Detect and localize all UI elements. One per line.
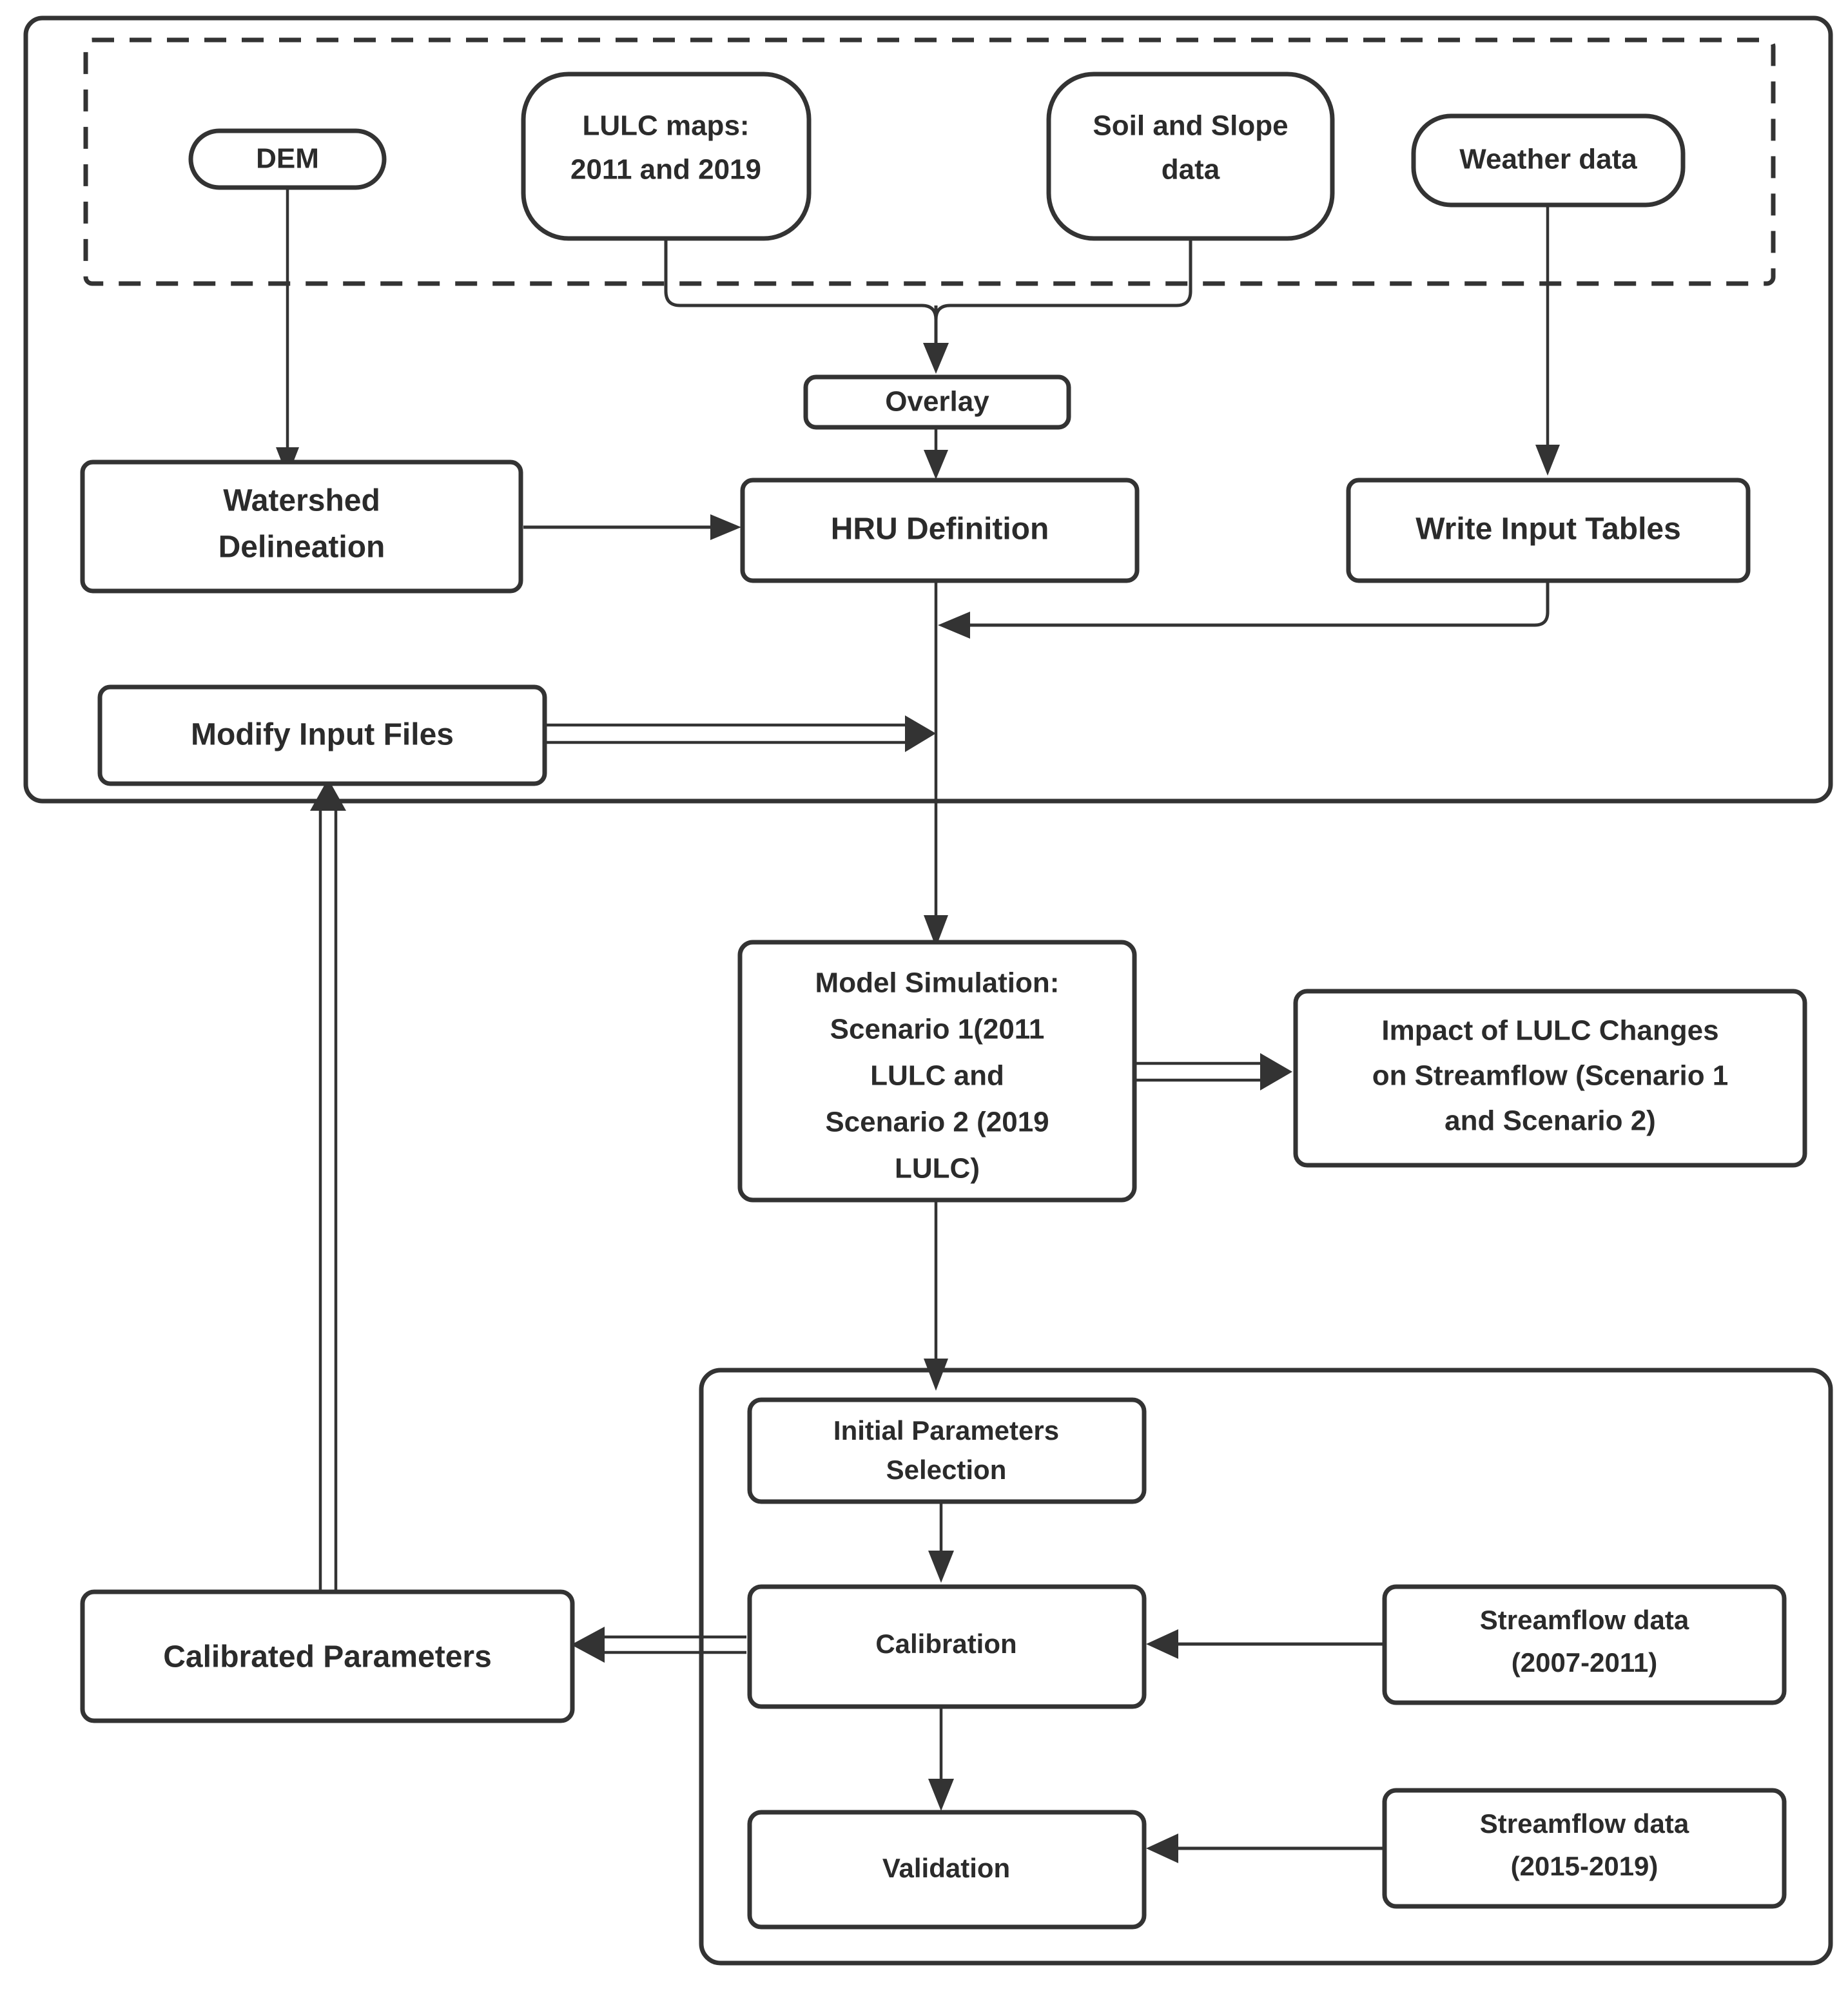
- node-soil-slope-line2: data: [1162, 154, 1220, 186]
- node-impact-line2: on Streamflow (Scenario 1: [1372, 1060, 1729, 1092]
- node-calibration-label: Calibration: [875, 1629, 1016, 1659]
- node-calibrated-parameters[interactable]: Calibrated Parameters: [80, 1589, 575, 1723]
- node-streamflow-val-line1: Streamflow data: [1480, 1808, 1689, 1839]
- edge-modify-input-to-trunk: [547, 715, 936, 752]
- node-write-input-tables[interactable]: Write Input Tables: [1346, 478, 1751, 583]
- node-model-sim-line5: LULC): [895, 1153, 980, 1185]
- node-impact-line1: Impact of LULC Changes: [1381, 1015, 1718, 1047]
- edge-calibration-to-validation: [928, 1707, 954, 1811]
- node-model-simulation[interactable]: Model Simulation: Scenario 1(2011 LULC a…: [737, 940, 1137, 1203]
- node-initial-params-line2: Selection: [886, 1455, 1007, 1485]
- node-impact-line3: and Scenario 2): [1444, 1105, 1656, 1137]
- edge-streamflow-val-to-validation: [1146, 1834, 1392, 1863]
- edge-calibrated-params-to-modify-input: [310, 779, 346, 1602]
- node-model-sim-line1: Model Simulation:: [815, 967, 1060, 999]
- node-dem[interactable]: DEM: [188, 128, 387, 190]
- node-validation[interactable]: Validation: [747, 1810, 1147, 1930]
- node-lulc-maps-line1: LULC maps:: [582, 110, 749, 142]
- node-watershed-line1: Watershed: [223, 484, 380, 518]
- node-overlay[interactable]: Overlay: [803, 374, 1071, 430]
- node-streamflow-data-validation[interactable]: Streamflow data (2015-2019): [1382, 1788, 1787, 1909]
- node-validation-label: Validation: [882, 1853, 1010, 1883]
- input-data-dashed-container: [83, 37, 1776, 286]
- node-initial-parameters-selection[interactable]: Initial Parameters Selection: [747, 1397, 1147, 1504]
- node-lulc-maps-line2: 2011 and 2019: [570, 154, 761, 186]
- node-soil-slope-data[interactable]: Soil and Slope data: [1046, 72, 1335, 241]
- edge-watershed-to-hru: [523, 514, 741, 540]
- node-impact-of-lulc-changes[interactable]: Impact of LULC Changes on Streamflow (Sc…: [1293, 989, 1807, 1168]
- edge-weather-to-write-tables: [1535, 205, 1560, 476]
- node-lulc-maps[interactable]: LULC maps: 2011 and 2019: [521, 72, 812, 241]
- node-dem-label: DEM: [256, 143, 319, 175]
- node-overlay-label: Overlay: [885, 386, 989, 418]
- node-weather-data[interactable]: Weather data: [1411, 113, 1686, 208]
- edge-model-to-initial-params: [924, 1200, 948, 1391]
- node-soil-slope-line1: Soil and Slope: [1093, 110, 1288, 142]
- edge-calibration-to-calibrated-params: [571, 1627, 746, 1663]
- node-streamflow-cal-line2: (2007-2011): [1512, 1647, 1658, 1678]
- edge-write-tables-to-trunk: [938, 581, 1550, 639]
- edge-overlay-to-hru: [924, 425, 948, 479]
- edge-dem-to-watershed: [276, 187, 299, 477]
- node-model-sim-line2: Scenario 1(2011: [830, 1014, 1045, 1045]
- node-modify-input-files[interactable]: Modify Input Files: [97, 684, 547, 786]
- node-hru-definition[interactable]: HRU Definition: [740, 478, 1140, 583]
- node-calibrated-parameters-label: Calibrated Parameters: [163, 1640, 492, 1674]
- node-watershed-line2: Delineation: [219, 530, 385, 565]
- node-initial-params-line1: Initial Parameters: [833, 1415, 1059, 1446]
- node-model-sim-line3: LULC and: [870, 1060, 1004, 1092]
- node-hru-definition-label: HRU Definition: [831, 512, 1049, 547]
- node-streamflow-cal-line1: Streamflow data: [1480, 1605, 1689, 1635]
- node-write-input-tables-label: Write Input Tables: [1415, 512, 1681, 547]
- edge-hru-trunk-to-model-simulation: [924, 581, 948, 947]
- node-streamflow-val-line2: (2015-2019): [1511, 1851, 1658, 1881]
- node-weather-data-label: Weather data: [1459, 144, 1637, 175]
- edge-soil-to-overlay: [934, 238, 1192, 348]
- node-model-sim-line4: Scenario 2 (2019: [825, 1107, 1049, 1138]
- node-calibration[interactable]: Calibration: [747, 1584, 1147, 1709]
- preprocessing-container: [23, 15, 1833, 804]
- edge-lulc-to-overlay: [664, 238, 938, 348]
- edge-initial-params-to-calibration: [928, 1502, 954, 1583]
- node-watershed-delineation[interactable]: Watershed Delineation: [80, 460, 523, 594]
- edge-model-to-impact: [1136, 1053, 1292, 1090]
- node-streamflow-data-calibration[interactable]: Streamflow data (2007-2011): [1382, 1584, 1787, 1705]
- calibration-container: [699, 1368, 1833, 1966]
- node-modify-input-files-label: Modify Input Files: [191, 718, 454, 752]
- edge-merge-to-overlay: [923, 305, 949, 374]
- edge-streamflow-cal-to-calibration: [1146, 1629, 1392, 1659]
